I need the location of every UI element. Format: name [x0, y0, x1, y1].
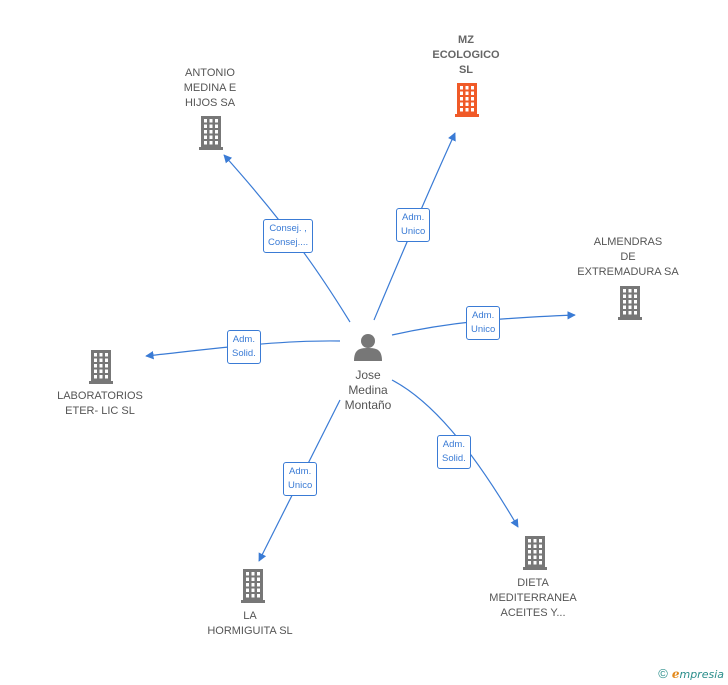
brand-logo: empresia: [671, 666, 724, 681]
company-name-almendras[interactable]: ALMENDRAS DE EXTREMADURA SA: [577, 236, 679, 278]
relation-label-almendras[interactable]: Adm. Unico: [466, 306, 501, 340]
building-icon-laboratorios[interactable]: [89, 350, 113, 384]
person-icon[interactable]: [354, 334, 382, 361]
relation-label-hormiguita[interactable]: Adm. Unico: [283, 462, 318, 496]
company-name-dieta[interactable]: DIETA MEDITERRANEA ACEITES Y...: [489, 577, 577, 619]
relation-label-dieta[interactable]: Adm. Solid.: [437, 435, 471, 469]
relation-label-laboratorios[interactable]: Adm. Solid.: [227, 330, 261, 364]
company-name-mz[interactable]: MZ ECOLOGICO SL: [432, 34, 500, 76]
copyright-symbol: ©: [658, 666, 668, 681]
building-icon-antonio[interactable]: [199, 116, 223, 150]
relation-label-antonio[interactable]: Consej. , Consej....: [263, 219, 314, 253]
company-name-antonio[interactable]: ANTONIO MEDINA E HIJOS SA: [183, 67, 237, 109]
building-icon-dieta[interactable]: [523, 536, 547, 570]
edge-antonio: [223, 154, 351, 323]
footer-brand: © empresia: [658, 666, 724, 681]
company-name-hormiguita[interactable]: LA HORMIGUITA SL: [207, 610, 293, 637]
relation-label-mz[interactable]: Adm. Unico: [396, 208, 431, 242]
building-icon-almendras[interactable]: [618, 286, 642, 320]
building-icon-mz[interactable]: [455, 83, 479, 117]
company-name-laboratorios[interactable]: LABORATORIOS ETER- LIC SL: [57, 390, 143, 417]
edge-dieta: [391, 379, 519, 528]
building-icon-hormiguita[interactable]: [241, 569, 265, 603]
person-name[interactable]: Jose Medina Montaño: [344, 368, 392, 412]
